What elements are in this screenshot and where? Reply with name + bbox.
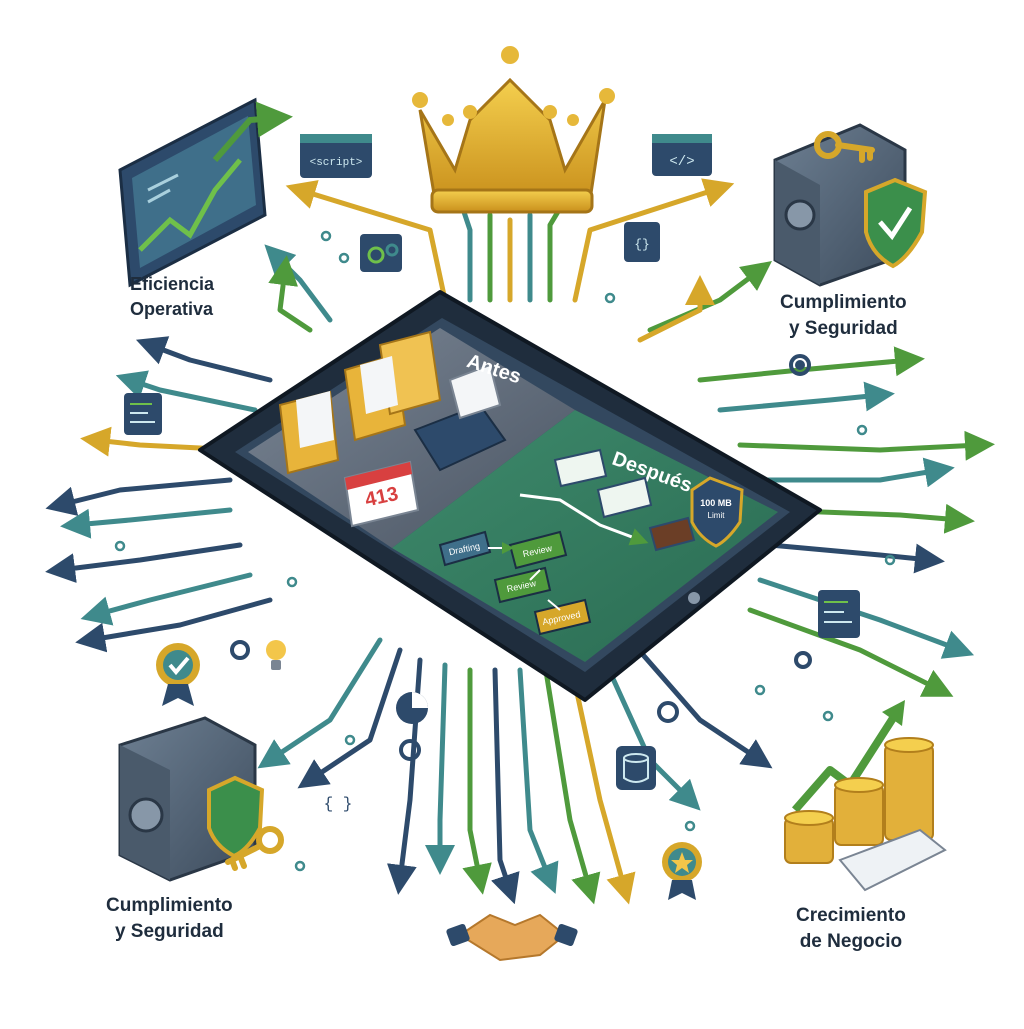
label-crecimiento-negocio: Crecimiento de Negocio bbox=[796, 903, 906, 955]
label-cumplimiento-top-line1: Cumplimiento bbox=[780, 292, 907, 313]
gear-icon bbox=[230, 640, 812, 761]
star-badge-icon bbox=[662, 842, 702, 900]
workflow-diagram: Drafting Review Review Approved bbox=[438, 448, 696, 636]
shield-check-icon bbox=[864, 177, 928, 269]
folders-icon bbox=[278, 330, 442, 475]
calendar-icon: 413 bbox=[343, 460, 420, 528]
label-eficiencia-line1: Eficiencia bbox=[130, 274, 215, 294]
label-cumplimiento-top-line2: y Seguridad bbox=[788, 318, 898, 339]
crown-icon bbox=[412, 46, 615, 214]
code-window-slash: </> bbox=[652, 134, 712, 176]
code-window-lines-right bbox=[818, 590, 860, 638]
badge-check-icon bbox=[156, 643, 200, 706]
shield-badge-line1: 100 MB bbox=[700, 498, 732, 508]
code-window-braces: {} bbox=[624, 222, 660, 262]
braces-bottom-text: { } bbox=[324, 795, 353, 813]
label-cumplimiento-top: Cumplimiento y Seguridad bbox=[780, 290, 907, 342]
code-script-text: <script> bbox=[310, 157, 363, 169]
shield-badge-line2: Limit bbox=[708, 511, 726, 520]
home-button bbox=[688, 592, 700, 604]
key-icon bbox=[225, 826, 284, 871]
code-window-lines-left bbox=[124, 393, 162, 435]
typewriter-icon bbox=[413, 363, 507, 472]
handshake-icon bbox=[446, 913, 578, 962]
growth-arrow-icon bbox=[791, 700, 905, 813]
coins-icon bbox=[784, 737, 947, 892]
label-cumplimiento-bottom-line1: Cumplimiento bbox=[106, 895, 233, 916]
gear-icon bbox=[789, 354, 811, 376]
label-cumplimiento-bottom-line2: y Seguridad bbox=[114, 921, 224, 942]
label-eficiencia-line2: Operativa bbox=[130, 299, 214, 319]
code-braces-text: {} bbox=[634, 237, 650, 252]
label-eficiencia-operativa: Eficiencia Operativa bbox=[130, 272, 214, 322]
despues-panel bbox=[392, 410, 778, 662]
code-slash-text: </> bbox=[669, 154, 694, 170]
circuit-dots bbox=[114, 230, 896, 872]
lightbulb-icon bbox=[266, 640, 286, 670]
gear-window-icon bbox=[360, 234, 402, 272]
database-icon bbox=[616, 746, 656, 790]
pie-chart-icon bbox=[396, 692, 428, 724]
shield-badge: 100 MB Limit bbox=[690, 476, 744, 548]
label-cumplimiento-bottom: Cumplimiento y Seguridad bbox=[106, 893, 233, 945]
code-window-script: <script> bbox=[300, 134, 372, 178]
key-icon bbox=[814, 131, 875, 163]
chart-monitor-icon bbox=[118, 97, 293, 288]
label-crecimiento-line2: de Negocio bbox=[799, 931, 903, 952]
label-crecimiento-line1: Crecimiento bbox=[796, 905, 906, 926]
